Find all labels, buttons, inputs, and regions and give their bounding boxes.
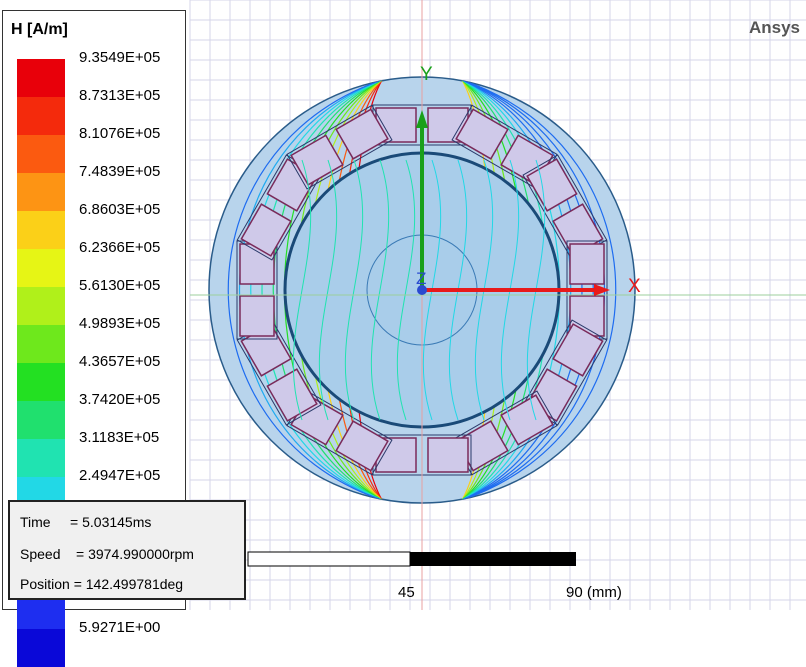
legend-value: 7.4839E+05 (79, 163, 161, 180)
stator-slots (236, 104, 608, 476)
scale-label-end: 90 (mm) (566, 584, 622, 601)
legend-entry: 9.3549E+05 (3, 49, 187, 97)
legend-entry: 7.4839E+05 (3, 163, 187, 211)
stator-slot (566, 240, 608, 340)
legend-swatch (17, 439, 65, 477)
position-readout: Position = 142.499781deg (20, 576, 184, 592)
legend-swatch (17, 629, 65, 667)
legend-entry: 3.1183E+05 (3, 429, 187, 477)
scale-label-mid: 45 (398, 584, 415, 601)
legend-swatch (17, 59, 65, 97)
legend-swatch (17, 249, 65, 287)
legend-entry: 6.8603E+05 (3, 201, 187, 249)
legend-entry: 4.3657E+05 (3, 353, 187, 401)
legend-title: H [A/m] (11, 21, 68, 38)
legend-entry: 8.7313E+05 (3, 87, 187, 135)
legend-swatch (17, 325, 65, 363)
legend-entry: 3.7420E+05 (3, 391, 187, 439)
legend-value: 2.4947E+05 (79, 467, 161, 484)
simulation-info-box: Time = 5.03145ms Speed = 3974.990000rpm … (8, 500, 246, 600)
ansys-logo-text: Ansys (748, 18, 800, 37)
field-plot-viewport[interactable]: Y X Z (0, 0, 806, 610)
legend-value: 6.2366E+05 (79, 239, 161, 256)
stator-slot (236, 240, 278, 340)
coordinate-triad: Y X Z (190, 0, 806, 610)
stator-slot (286, 104, 393, 190)
legend-entry: 6.2366E+05 (3, 239, 187, 287)
legend-swatch (17, 173, 65, 211)
legend-value: 8.7313E+05 (79, 87, 161, 104)
legend-value: 3.7420E+05 (79, 391, 161, 408)
legend-value: 5.6130E+05 (79, 277, 161, 294)
legend-entry: 5.6130E+05 (3, 277, 187, 325)
legend-swatch (17, 363, 65, 401)
legend-value: 4.3657E+05 (79, 353, 161, 370)
legend-swatch (17, 401, 65, 439)
y-axis-label: Y (420, 64, 433, 85)
scale-bar (247, 551, 576, 567)
x-axis-label: X (628, 276, 641, 297)
legend-entry: 8.1076E+05 (3, 125, 187, 173)
legend-swatch (17, 135, 65, 173)
legend-value: 8.1076E+05 (79, 125, 161, 142)
legend-value: 3.1183E+05 (79, 429, 160, 446)
speed-readout: Speed = 3974.990000rpm (20, 546, 194, 562)
time-readout: Time = 5.03145ms (20, 514, 152, 530)
rotor-flux-lines (292, 159, 546, 421)
legend-value: 6.8603E+05 (79, 201, 161, 218)
legend-swatch (17, 97, 65, 135)
legend-swatch (17, 211, 65, 249)
legend-value: 4.9893E+05 (79, 315, 161, 332)
legend-value: 5.9271E+00 (79, 619, 161, 636)
legend-swatch (17, 287, 65, 325)
legend-entry: 5.9271E+00 (3, 619, 187, 667)
z-axis-label: Z (416, 269, 426, 288)
legend-entry: 4.9893E+05 (3, 315, 187, 363)
legend-value: 9.3549E+05 (79, 49, 161, 66)
